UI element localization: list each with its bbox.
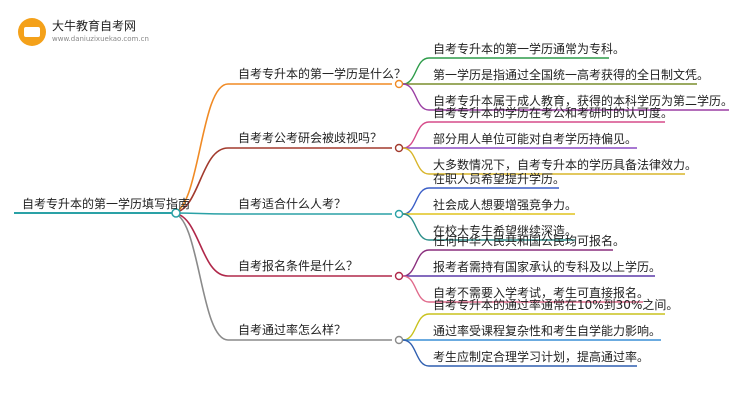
leaf-label[interactable]: 报考者需持有国家承认的专科及以上学历。 [433,260,662,274]
branch-to-leaf-link [402,83,430,111]
leaf-label[interactable]: 任何中华人民共和国公民均可报名。 [433,234,626,248]
logo-url: www.daniuzixuekao.com.cn [52,35,149,43]
branch-label[interactable]: 自考报名条件是什么？ [238,259,359,273]
branch-node-circle [394,79,404,89]
leaf-label[interactable]: 自考专升本的通过率通常在10%到30%之间。 [433,298,679,312]
leaf-label[interactable]: 部分用人单位可能对自考学历持偏见。 [433,132,638,146]
branch-to-leaf-link [402,121,430,149]
branch-to-leaf-link [402,187,430,215]
leaf-label[interactable]: 自考不需要入学考试，考生可直接报名。 [433,286,650,300]
root-to-branch-link [171,83,229,214]
branch-to-leaf-link [402,339,430,367]
branch-label[interactable]: 自考专升本的第一学历是什么？ [238,67,407,81]
branch-to-leaf-link [402,213,430,241]
root-node-circle [171,208,181,218]
leaf-label[interactable]: 在校大专生希望继续深造。 [433,224,578,238]
leaf-label[interactable]: 考生应制定合理学习计划，提高通过率。 [433,350,650,364]
leaf-label[interactable]: 社会成人想要增强竞争力。 [433,198,578,212]
root-to-branch-link [171,212,229,341]
branch-label[interactable]: 自考通过率怎么样？ [238,323,347,337]
leaf-label[interactable]: 自考专升本的学历在考公和考研时的认可度。 [433,106,674,120]
root-to-branch-link [171,212,229,277]
branch-node-circle [394,335,404,345]
book-icon [18,18,46,46]
branch-node-circle [394,209,404,219]
leaf-label[interactable]: 自考专升本的第一学历通常为专科。 [433,42,626,56]
branch-to-leaf-link [402,313,430,341]
branch-to-leaf-link [402,57,430,85]
leaf-label[interactable]: 在职人员希望提升学历。 [433,172,566,186]
leaf-label[interactable]: 大多数情况下，自考专升本的学历具备法律效力。 [433,158,698,172]
leaf-label[interactable]: 自考专升本属于成人教育，获得的本科学历为第二学历。 [433,94,734,108]
leaf-label[interactable]: 第一学历是指通过全国统一高考获得的全日制文凭。 [433,68,710,82]
branch-node-circle [394,271,404,281]
root-node-label[interactable]: 自考专升本的第一学历填写指南 [22,197,191,211]
branch-node-circle [394,143,404,153]
leaf-label[interactable]: 通过率受课程复杂性和考生自学能力影响。 [433,324,662,338]
branch-to-leaf-link [402,249,430,277]
branch-to-leaf-link [402,275,430,303]
branch-to-leaf-link [402,147,430,175]
site-logo[interactable]: 大牛教育自考网 www.daniuzixuekao.com.cn [18,14,149,48]
branch-label[interactable]: 自考考公考研会被歧视吗？ [238,131,383,145]
branch-label[interactable]: 自考适合什么人考？ [238,197,347,211]
logo-title: 大牛教育自考网 [52,19,137,33]
